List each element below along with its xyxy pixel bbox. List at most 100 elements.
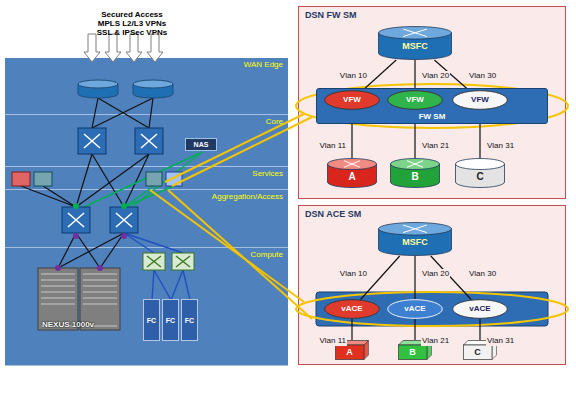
network-link-part (92, 98, 153, 128)
vlan-label-text: Vlan 31 (486, 336, 515, 346)
router-top (456, 159, 505, 170)
vlan-label-text: Vlan 31 (486, 141, 515, 151)
vlan-label: Vlan 21 (421, 134, 450, 152)
node-label: VFW (343, 95, 361, 105)
router-arrow (403, 29, 427, 36)
vlan-label-text: Vlan 11 (318, 336, 347, 346)
server-rack-part (41, 274, 117, 326)
server-rack-part-part (41, 298, 75, 299)
cube-front (399, 345, 428, 360)
node-label: FC (147, 316, 156, 325)
node-label: FW SM (419, 112, 446, 122)
node-label: B (411, 165, 418, 182)
node-label: B (409, 347, 416, 358)
router-icon: MSFC (378, 26, 452, 60)
virtual-context: VFW (387, 90, 443, 110)
service-appliance-part (146, 172, 162, 186)
router-arrow (472, 161, 488, 168)
switch-icon-part-part (68, 213, 84, 227)
context-ellipse (453, 91, 508, 110)
access-switch (143, 253, 194, 270)
vlan-label-text: Vlan 10 (339, 71, 368, 81)
network-link-part (58, 233, 124, 268)
switch-icon-part-part (116, 213, 132, 227)
service-module-blade: FW SM VFW VFW VFW (316, 88, 548, 124)
context-ellipse (325, 91, 380, 110)
vlan-label-text: Vlan 21 (421, 336, 450, 346)
context-ellipse (388, 300, 443, 319)
port-dot-part (121, 233, 127, 239)
node-label: vACE (404, 304, 425, 314)
fc-storage: FC (143, 299, 160, 341)
vlan-label: Vlan 10 (339, 262, 368, 280)
router-arrow (403, 29, 427, 36)
free-label: Secured Access (101, 10, 163, 19)
highlight-link-part (296, 292, 568, 326)
service-appliance-part (34, 172, 52, 186)
vlan-connector (414, 60, 415, 90)
router-top (328, 159, 377, 170)
vlan-label-text: Vlan 11 (318, 141, 347, 151)
router-icon: B (390, 158, 440, 188)
nas-box: NAS (185, 138, 217, 151)
storage-link-part (154, 270, 171, 300)
highlight-link-part (296, 84, 568, 128)
switch-icon (62, 128, 163, 233)
router-arrow (344, 161, 360, 168)
network-link-part (92, 154, 124, 207)
router-icon: C (455, 158, 505, 188)
storage-link-part (124, 233, 154, 253)
vlan-label: Vlan 31 (486, 329, 515, 347)
port-dot-part (73, 233, 79, 239)
router-arrow (472, 161, 488, 168)
highlight-link-part (165, 114, 304, 182)
vlan-connector (414, 319, 415, 340)
storage-link-part (124, 233, 183, 253)
vlan-label: Vlan 30 (468, 262, 497, 280)
storage-link-part (171, 270, 183, 300)
virtual-context: VFW (452, 90, 508, 110)
node-label: WAN Edge (244, 60, 283, 70)
access-switch-part (172, 253, 194, 270)
server-rack-part-part (83, 274, 117, 275)
node-label: DSN ACE SM (305, 209, 361, 220)
node-label: A (348, 165, 355, 182)
service-module-panel: DSN FW SMMSFCFW SMVFWVFWVFWABC (298, 6, 566, 199)
storage-link-part (152, 270, 154, 300)
node-label: VFW (471, 95, 489, 105)
switch-icon-part (135, 128, 163, 154)
switch-icon-part-part (68, 213, 84, 227)
service-link-part (132, 152, 202, 207)
switch-icon-part-part (84, 134, 100, 148)
vlan-connector (414, 256, 415, 299)
switch-icon-part (68, 134, 157, 227)
network-link-part (100, 233, 124, 268)
access-note: Secured Access (101, 3, 163, 21)
vlan-connector (351, 319, 352, 340)
wan-router-part (78, 80, 118, 88)
server-rack-part-part (41, 286, 75, 287)
switch-icon-part-part (141, 134, 157, 148)
vlan-label: Vlan 30 (468, 64, 497, 82)
access-switch-part-part (147, 256, 161, 267)
network-link-part (76, 154, 92, 207)
vlan-connector (414, 110, 415, 158)
vlan-label: Vlan 11 (318, 329, 347, 347)
server-rack-part-part (83, 298, 117, 299)
fc-storage: FC (162, 299, 179, 341)
highlight-link (150, 84, 568, 326)
network-link-part (76, 233, 100, 268)
service-link-part (124, 186, 174, 207)
storage-link-part (183, 270, 190, 300)
vpn-arrow (84, 34, 163, 62)
vlan-connector (479, 110, 480, 158)
node-label: Core (266, 117, 283, 127)
vlan-label-text: Vlan 30 (468, 269, 497, 279)
node-label: FC (166, 316, 175, 325)
access-switch-part-part (147, 256, 161, 267)
access-switch-part (143, 253, 165, 270)
node-label: A (346, 347, 353, 358)
virtual-context: VFW (324, 90, 380, 110)
fc-storage: FC (181, 299, 198, 341)
vlan-label-text: Vlan 20 (421, 269, 450, 279)
